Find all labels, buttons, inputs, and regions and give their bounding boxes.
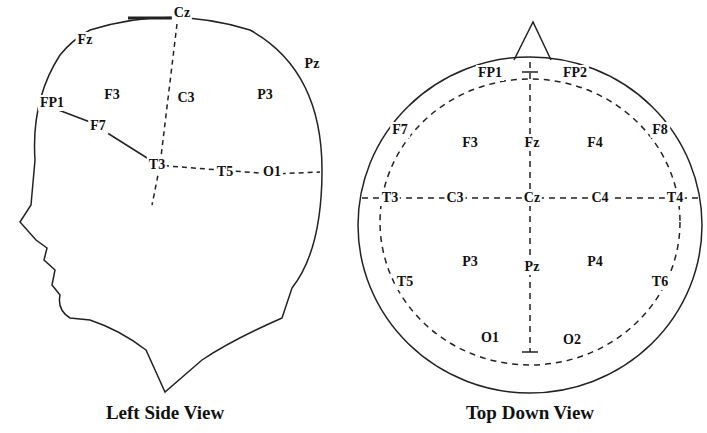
electrode-label: T3: [147, 157, 167, 173]
head-profile: [20, 18, 322, 393]
electrode-label: F4: [585, 135, 605, 151]
electrode-label: Pz: [523, 259, 542, 275]
electrode-label: Fz: [523, 135, 542, 151]
midline: [529, 62, 531, 352]
electrode-label: T5: [395, 274, 415, 290]
electrode-label: F7: [390, 122, 410, 138]
electrode-label: FP1: [38, 95, 66, 111]
electrode-label: T5: [215, 164, 235, 180]
nose: [514, 22, 551, 60]
electrode-label: P3: [255, 87, 275, 103]
electrode-label: C3: [444, 190, 465, 206]
electrode-label: T3: [380, 190, 400, 206]
electrode-label: F8: [650, 122, 670, 138]
electrode-label: C4: [589, 190, 610, 206]
electrode-label: O2: [561, 332, 583, 348]
electrode-label: F7: [88, 118, 108, 134]
electrode-label: O1: [261, 164, 283, 180]
electrode-label: C3: [175, 90, 196, 106]
electrode-label: FP2: [561, 65, 589, 81]
view-caption: Top Down View: [464, 402, 596, 423]
electrode-label: T4: [665, 190, 685, 206]
view-caption: Left Side View: [104, 402, 226, 423]
electrode-label: Cz: [522, 190, 542, 206]
coronal-line: [152, 24, 177, 205]
electrode-label: Pz: [303, 56, 322, 72]
temporal-line: [40, 103, 155, 163]
electrode-label: F3: [460, 135, 480, 151]
tick: [522, 72, 538, 352]
electrode-label: Cz: [172, 5, 192, 21]
electrode-label: F3: [102, 87, 122, 103]
temporal-line-dashed: [155, 165, 320, 174]
electrode-label: T6: [650, 274, 670, 290]
electrode-label: P3: [460, 254, 480, 270]
head-circle: [358, 57, 702, 393]
electrode-label: FP1: [476, 65, 504, 81]
top-bar: [128, 17, 172, 20]
electrode-label: P4: [585, 254, 605, 270]
electrode-label: O1: [479, 330, 501, 346]
electrode-label: Fz: [76, 32, 95, 48]
